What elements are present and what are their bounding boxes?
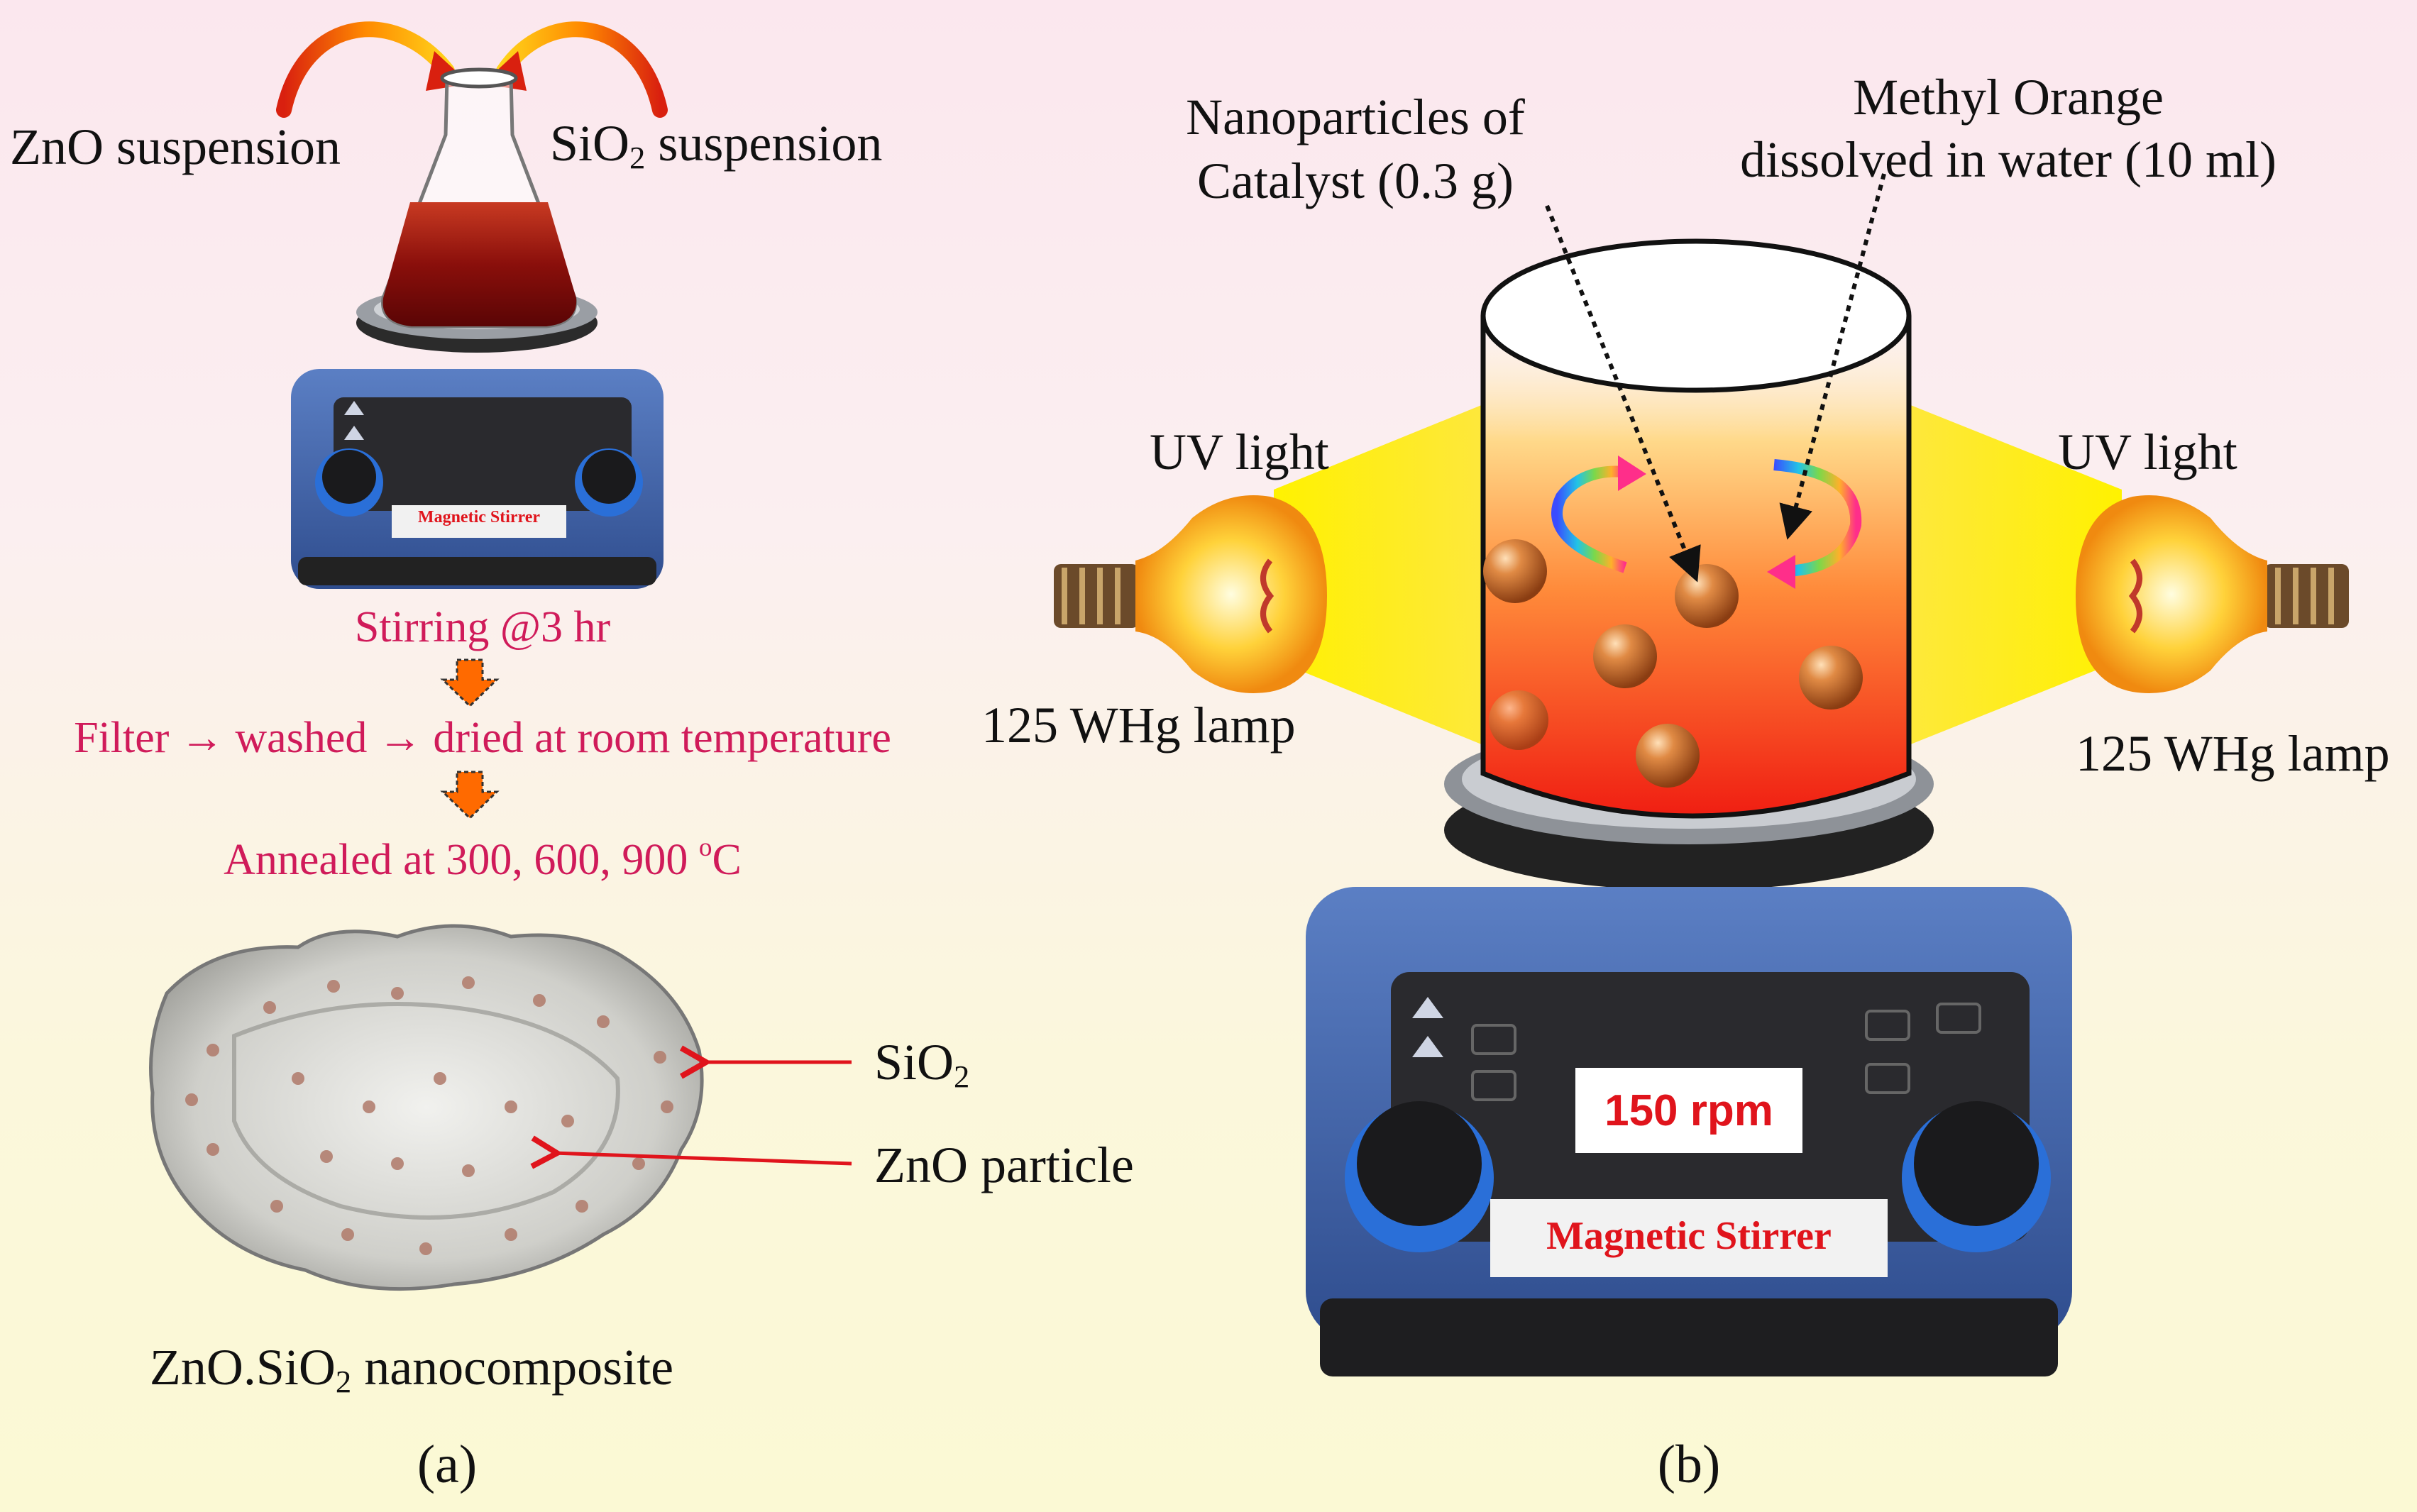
- step-anneal: Annealed at 300, 600, 900 oC: [128, 834, 837, 883]
- panel-b-tag: (b): [1657, 1435, 1721, 1494]
- nanocomposite-caption-main: ZnO.SiO: [149, 1339, 336, 1396]
- methyl-orange-label-line2: dissolved in water (10 ml): [1740, 131, 2276, 188]
- nanocomposite-caption-rest: nanocomposite: [351, 1339, 674, 1396]
- stir-arrow-left-head: [1618, 456, 1646, 491]
- small-magnetic-stirrer: [291, 285, 664, 589]
- sio2-suspension-label-rest: suspension: [645, 115, 883, 172]
- zno-suspension-label: ZnO suspension: [10, 118, 341, 175]
- sio2-label: SiO2: [874, 1034, 970, 1095]
- nanoparticles-label-line2: Catalyst (0.3 g): [1197, 153, 1514, 209]
- methyl-orange-pointer-arrow: [1779, 173, 1886, 540]
- lamp-label-right: 125 WHg lamp: [2076, 725, 2390, 782]
- beaker: [1480, 238, 1912, 819]
- stir-arrow-right-icon: [1773, 459, 1862, 577]
- big-stirrer-label: Magnetic Stirrer: [1546, 1214, 1832, 1258]
- stir-arrow-left-icon: [1551, 465, 1627, 573]
- sio2-suspension-label-sub: 2: [629, 140, 646, 176]
- step-filter: Filter → washed → dried at room temperat…: [74, 714, 891, 762]
- small-stirrer-label: Magnetic Stirrer: [417, 508, 541, 526]
- zno-particle-label: ZnO particle: [874, 1137, 1134, 1193]
- step-down-arrow-icon: [440, 658, 500, 708]
- step-anneal-main: Annealed at 300, 600, 900: [224, 836, 699, 885]
- catalyst-pointer-arrow: [1545, 204, 1701, 583]
- uv-lamp-left-icon: [1054, 495, 1327, 693]
- curved-arrow-right-icon: [496, 21, 668, 118]
- panel-a-tag: (a): [417, 1435, 478, 1494]
- zno-pointer-arrow: [554, 1153, 852, 1164]
- nanocomposite-caption-sub: 2: [335, 1364, 352, 1400]
- sio2-label-sub: 2: [954, 1059, 970, 1095]
- step-down-arrow-icon-2: [440, 771, 500, 820]
- sio2-label-main: SiO: [874, 1034, 954, 1091]
- stir-arrow-right-head: [1767, 555, 1795, 589]
- nanocomposite-particle-image: [149, 924, 704, 1291]
- step-stirring: Stirring @3 hr: [354, 603, 611, 651]
- uv-beam-right: [1909, 404, 2122, 745]
- rpm-display: 150 rpm: [1575, 1068, 1802, 1153]
- sio2-suspension-label: SiO2 suspension: [550, 115, 883, 176]
- sio2-suspension-label-main: SiO: [550, 115, 630, 172]
- lamp-label-left: 125 WHg lamp: [981, 697, 1296, 754]
- uv-lamp-right-icon: [2076, 495, 2349, 693]
- erlenmeyer-flask: [381, 67, 577, 329]
- step-anneal-sup: o: [698, 833, 712, 862]
- methyl-orange-label-line1: Methyl Orange: [1853, 69, 2164, 126]
- uv-beam-left: [1274, 404, 1483, 745]
- nanoparticles-label-line1: Nanoparticles of: [1186, 89, 1525, 145]
- big-magnetic-stirrer: [1306, 724, 2072, 1376]
- step-anneal-unit: C: [712, 836, 742, 885]
- uv-light-label-right: UV light: [2058, 424, 2237, 480]
- uv-light-label-left: UV light: [1150, 424, 1329, 480]
- nanocomposite-caption: ZnO.SiO2 nanocomposite: [57, 1339, 766, 1400]
- curved-arrow-left-icon: [276, 21, 455, 118]
